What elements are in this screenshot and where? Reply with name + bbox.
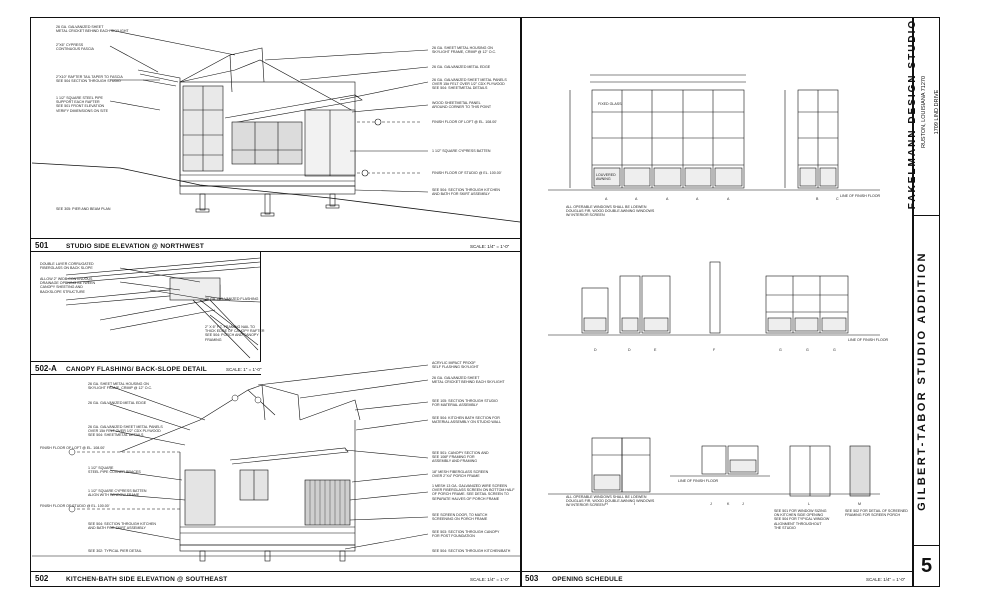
- detail-502a-drawing: [65, 257, 261, 359]
- divider-502a-caption: [30, 361, 261, 362]
- note-501-right-6: FINISH FLOOR OF STUDIO @ EL. 100.00': [432, 171, 502, 175]
- opening-tag: J: [710, 502, 712, 506]
- opening-tag: F: [713, 348, 716, 352]
- elevation-502-drawing: [32, 364, 520, 562]
- panel-501-number: 501: [35, 241, 49, 250]
- note-502-right-5: 18" MESH FIBERGLASS SCREEN OVER 2"X4" PO…: [432, 470, 489, 479]
- divider-502a-right: [260, 251, 261, 361]
- note-502-left-1: 26 GA. GALVANIZED METAL EDGE: [88, 401, 147, 405]
- opening-tag: B: [816, 197, 819, 201]
- note-502a-2: 26 GA. GALVANIZED FLASHING: [205, 297, 259, 301]
- divider-left-right: [520, 17, 522, 587]
- note-501-right-1: 26 GA. GALVANIZED METAL EDGE: [432, 65, 491, 69]
- note-501-left-4: SEE 305: PIER AND BEAM PLAN: [56, 207, 111, 211]
- note-503-6: LOUVERED AWNING: [596, 173, 616, 182]
- opening-tag: C: [836, 197, 839, 201]
- opening-tag: A: [696, 197, 699, 201]
- opening-tag: H: [605, 502, 608, 506]
- note-503-7: SEE 501 FOR WINDOW SIZING ON KITCHEN SID…: [774, 509, 830, 530]
- panel-502-number: 502: [35, 574, 49, 583]
- note-502-left-0: 26 GA. SHEET METAL HOUSING ON SKYLIGHT F…: [88, 382, 153, 391]
- opening-tag: G: [806, 348, 809, 352]
- note-502-left-5: 1 1/2" SQUARE CYPRESS BATTEN ALIGN WITH …: [88, 489, 147, 498]
- note-503-1: ALL OPERABLE WINDOWS SHALL BE LOEWEN DOU…: [566, 495, 655, 508]
- note-501-left-2: 2"X10" RAFTER TAIL TAPER TO FASCIA SEE 5…: [56, 75, 123, 84]
- project-name: GILBERT-TABOR STUDIO ADDITION: [916, 251, 928, 511]
- opening-tag: A: [605, 197, 608, 201]
- sheet-number: 5: [920, 554, 933, 577]
- opening-tag: I: [634, 502, 635, 506]
- note-501-right-3: WOOD SHEETMETAL PANEL AROUND CORNER TO T…: [432, 101, 492, 110]
- note-502-left-4: 1 1/2" SQUARE STEEL PIPE CORNER BRACES: [88, 466, 141, 475]
- opening-schedule-drawing: [548, 74, 880, 497]
- note-502-left-8: SEE 302: TYPICAL PIER DETAIL: [88, 549, 142, 553]
- opening-tag: A: [666, 197, 669, 201]
- note-502-left-2: 26 GA. GALVANIZED SHEET METAL PANELS OVE…: [88, 425, 163, 438]
- divider-502a-top: [30, 251, 520, 253]
- sheet-border: [30, 17, 940, 587]
- note-502-right-7: SEE SCREEN DOOR, TO MATCH SCREENING ON P…: [432, 513, 488, 522]
- panel-502-scale: SCALE: 1/4" = 1'-0": [470, 577, 510, 582]
- opening-tag: G: [779, 348, 782, 352]
- panel-501-title: STUDIO SIDE ELEVATION @ NORTHWEST: [66, 243, 205, 250]
- elevation-501-drawing: [31, 29, 521, 223]
- divider-501-bottom: [30, 238, 520, 239]
- panel-502a-scale: SCALE: 1" = 1'-0": [226, 367, 262, 372]
- note-503-5: FIXED GLASS: [598, 102, 622, 106]
- note-502-right-9: SEE 504: SECTION THROUGH KITCHEN/BATH: [432, 549, 511, 553]
- note-502a-1: ALLOW 2" WIDE CONTINUOUS DRAINAGE OPENIN…: [40, 277, 96, 294]
- note-502-left-6: FINISH FLOOR OF STUDIO @ EL. 100.00': [40, 504, 110, 508]
- panel-501-scale: SCALE: 1/4" = 1'-0": [470, 244, 510, 249]
- title-block-divider-2: [913, 545, 940, 546]
- note-503-3: LINE OF FINISH FLOOR: [848, 338, 889, 342]
- note-501-right-4: FINISH FLOOR OF LOFT @ EL. 108.00': [432, 120, 497, 124]
- note-503-2: LINE OF FINISH FLOOR: [840, 194, 881, 198]
- note-502-right-8: SEE 503: SECTION THROUGH CANOPY FOR POST…: [432, 530, 500, 539]
- opening-tag: G: [833, 348, 836, 352]
- panel-502a-number: 502-A: [35, 364, 57, 373]
- note-502-right-2: SEE 105: SECTION THROUGH STUDIO FOR MATE…: [432, 399, 498, 408]
- opening-tag: J: [742, 502, 744, 506]
- opening-tag: D: [594, 348, 597, 352]
- note-503-4: LINE OF FINISH FLOOR: [678, 479, 719, 483]
- title-block-divider-1: [913, 215, 940, 216]
- divider-bottom-captions: [30, 571, 912, 572]
- opening-tag: A: [727, 197, 730, 201]
- firm-city: RUSTON, LOUISIANA 71270: [921, 75, 927, 149]
- note-501-right-5: 1 1/2" SQUARE CYPRESS BATTEN: [432, 149, 491, 153]
- firm-address: 1709 LIND DRIVE: [934, 89, 940, 135]
- note-502-right-6: 1 MESH 13 GA. GALVANIZED WIRE SCREEN OVE…: [432, 484, 515, 501]
- note-501-left-1: 2"X6" CYPRESS CONTINUOUS FASCIA: [56, 43, 94, 52]
- note-502-right-3: SEE 504: KITCHEN BATH SECTION FOR MATERI…: [432, 416, 502, 425]
- opening-tag: A: [635, 197, 638, 201]
- note-501-right-2: 26 GA. GALVANIZED SHEET METAL PANELS OVE…: [432, 78, 507, 91]
- panel-503-scale: SCALE: 1/4" = 1'-0": [866, 577, 906, 582]
- note-502-left-7: SEE 504: SECTION THROUGH KITCHEN AND BAT…: [88, 522, 157, 531]
- panel-503-title: OPENING SCHEDULE: [552, 576, 623, 583]
- divider-502a-bottom: [30, 374, 261, 375]
- note-502-right-0: ACRYLIC IMPACT PROOF SELF FLASHING SKYLI…: [432, 361, 479, 370]
- panel-503-number: 503: [525, 574, 539, 583]
- opening-tag: K: [727, 502, 730, 506]
- note-502a-0: DOUBLE LAYER CORRUGATED FIBERGLASS ON BA…: [40, 262, 94, 271]
- note-502-right-4: SEE 501: CANOPY SECTION AND SEE 106F FRA…: [432, 451, 489, 464]
- opening-tag: M: [858, 502, 861, 506]
- note-502-left-3: FINISH FLOOR OF LOFT @ EL. 108.00': [40, 446, 105, 450]
- note-502-right-1: 26 GA. GALVANIZED SHEET METAL CRICKET BE…: [432, 376, 505, 385]
- note-501-right-0: 26 GA. SHEET METAL HOUSING ON SKYLIGHT F…: [432, 46, 497, 55]
- note-503-0: ALL OPERABLE WINDOWS SHALL BE LOEWEN DOU…: [566, 205, 655, 218]
- divider-title-block: [912, 17, 914, 587]
- opening-tag: L: [808, 502, 810, 506]
- note-501-left-0: 26 GA. GALVANIZED SHEET METAL CRICKET BE…: [56, 25, 129, 34]
- note-503-8: SEE 502 FOR DETAIL OF SCREENED FRAMING F…: [845, 509, 908, 518]
- note-502a-3: 2" X 6" P.T. FRAMING NAIL TO THICK EDGE …: [205, 325, 265, 342]
- opening-tag: D: [628, 348, 631, 352]
- panel-502-title: KITCHEN-BATH SIDE ELEVATION @ SOUTHEAST: [66, 576, 228, 583]
- note-501-right-7: SEE 504: SECTION THROUGH KITCHEN AND BAT…: [432, 188, 501, 197]
- note-501-left-3: 1 1/2" SQUARE STEEL PIPE SUPPORT EACH RA…: [56, 96, 109, 113]
- opening-tag: E: [654, 348, 657, 352]
- panel-502a-title: CANOPY FLASHING/ BACK-SLOPE DETAIL: [66, 366, 207, 373]
- firm-name: FAKELMANN DESIGN STUDIO: [907, 18, 918, 210]
